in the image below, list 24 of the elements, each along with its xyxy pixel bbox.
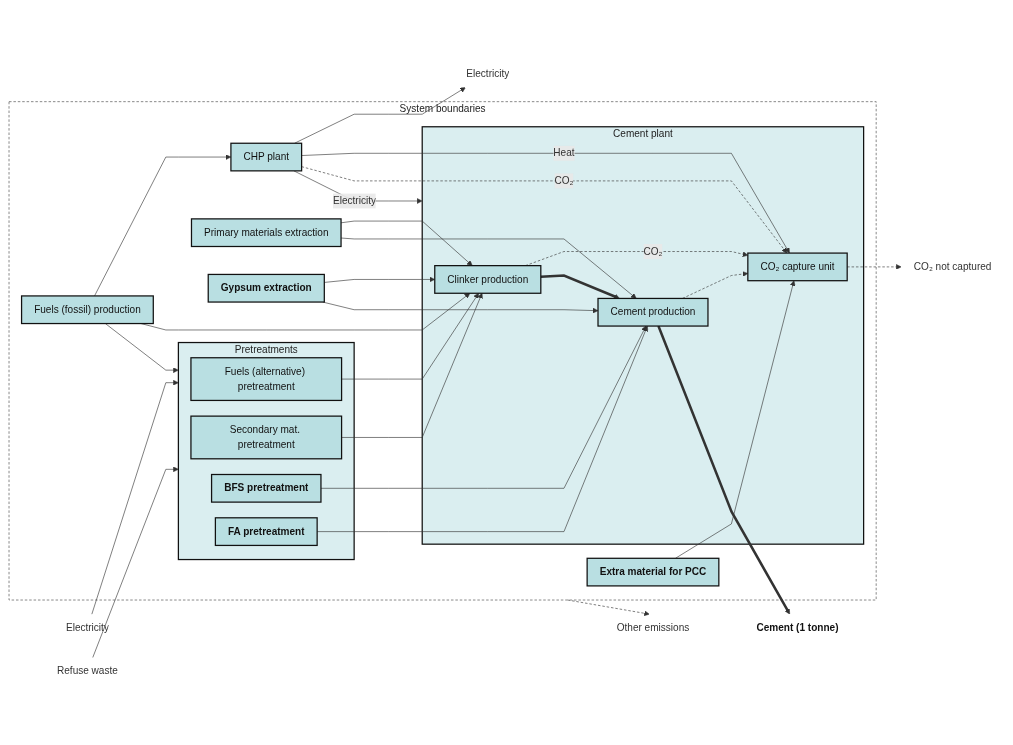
- node-box: Fuels (alternative) pretreatment: [190, 357, 343, 402]
- node-box: Clinker production: [434, 265, 542, 294]
- node-box: CHP plant: [230, 142, 303, 172]
- edge-label: Heat: [553, 147, 575, 159]
- arrow: [657, 325, 790, 615]
- node-text: Electricity: [65, 622, 109, 633]
- node-box: BFS pretreatment: [210, 473, 322, 503]
- node-box: Fuels (fossil) production: [20, 295, 154, 325]
- node-box: CO₂ capture unit: [747, 252, 848, 282]
- arrow: [540, 274, 620, 300]
- node-text: CO₂ not captured: [913, 261, 992, 272]
- edge-label: CO₂: [554, 175, 574, 186]
- edge-label: CO₂: [643, 245, 663, 257]
- node-box: Cement production: [597, 297, 709, 327]
- node-text: Refuse waste: [57, 665, 118, 677]
- node-text: Cement (1 tonne): [756, 622, 839, 633]
- node-text: Other emissions: [616, 622, 690, 633]
- node-box: FA pretreatment: [214, 517, 318, 547]
- node-text: Electricity: [466, 68, 510, 79]
- node-box: Primary materials extraction: [190, 218, 342, 248]
- node-box: Extra material for PCC: [586, 557, 720, 587]
- node-box: Secondary mat. pretreatment: [190, 415, 343, 460]
- edge-label: Electricity: [333, 195, 376, 207]
- node-box: Gypsum extraction: [207, 273, 325, 303]
